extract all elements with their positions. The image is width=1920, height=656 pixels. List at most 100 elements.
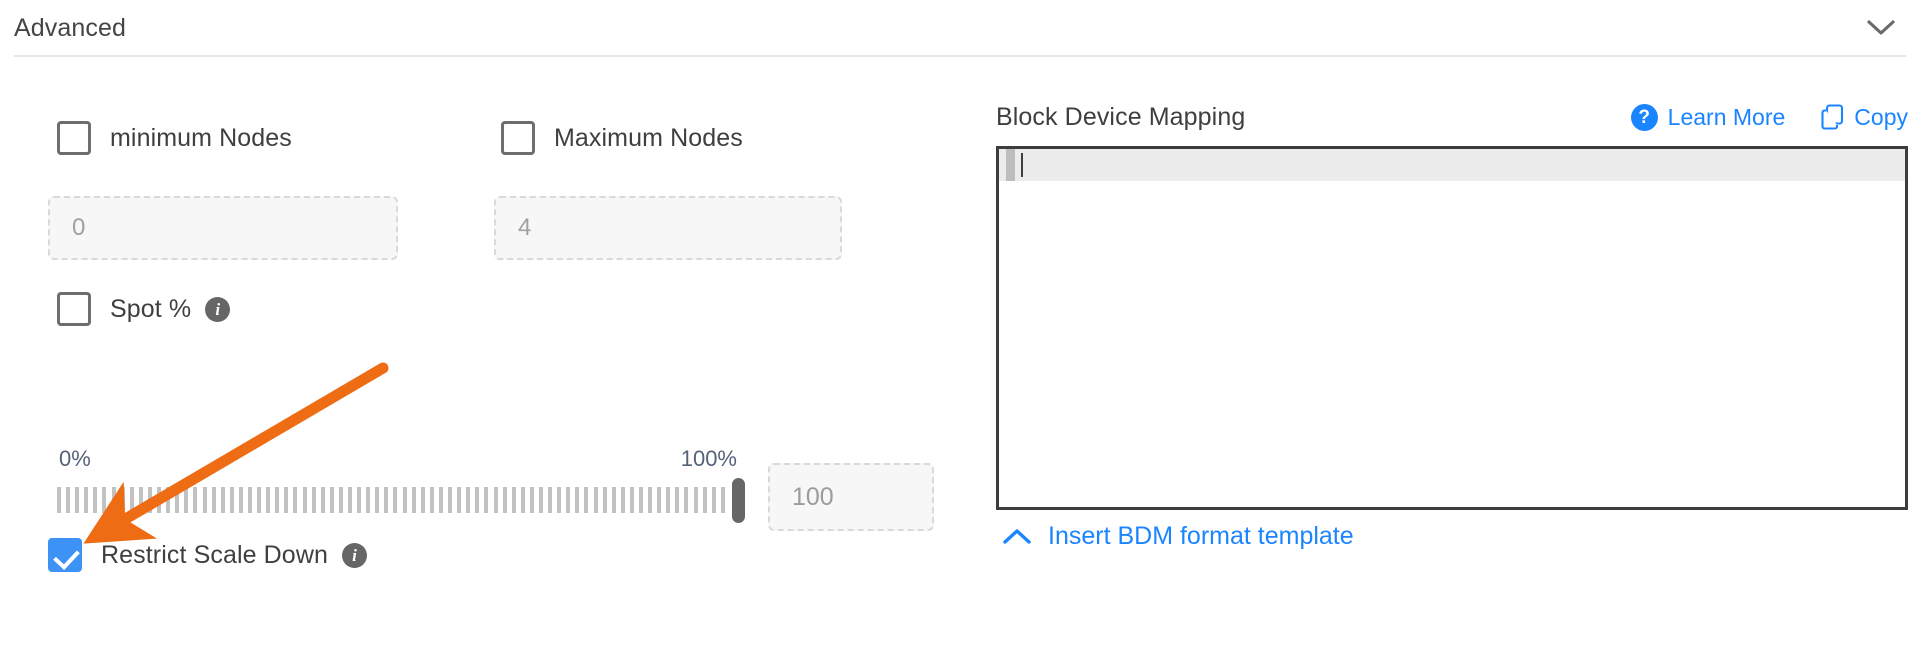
slider-tick <box>502 487 507 513</box>
slider-tick <box>466 487 471 513</box>
slider-tick <box>566 487 571 513</box>
maximum-nodes-checkbox[interactable] <box>501 121 535 155</box>
slider-tick <box>66 487 71 513</box>
slider-tick <box>102 487 107 513</box>
bdm-header: Block Device Mapping ? Learn More Copy <box>996 100 1908 134</box>
header-divider <box>14 55 1906 57</box>
slider-tick <box>648 487 653 513</box>
slider-tick <box>493 487 498 513</box>
slider-tick <box>457 487 462 513</box>
minimum-nodes-row[interactable]: minimum Nodes <box>57 121 292 155</box>
slider-tick <box>429 487 434 513</box>
insert-bdm-template-link[interactable]: Insert BDM format template <box>1002 522 1354 551</box>
slider-tick <box>620 487 625 513</box>
slider-tick <box>57 487 61 513</box>
slider-tick <box>657 487 662 513</box>
slider-tick <box>475 487 480 513</box>
restrict-scale-down-label: Restrict Scale Down <box>101 540 328 569</box>
slider-tick <box>284 487 289 513</box>
advanced-section-header[interactable]: Advanced <box>0 0 1920 56</box>
slider-tick <box>529 487 534 513</box>
copy-link[interactable]: Copy <box>1821 104 1908 131</box>
slider-tick <box>120 487 125 513</box>
spot-percent-info-icon[interactable]: i <box>205 296 231 322</box>
spot-percent-checkbox[interactable] <box>57 292 91 326</box>
chevron-down-icon[interactable] <box>1864 11 1898 45</box>
slider-tick <box>320 487 325 513</box>
slider-tick <box>548 487 553 513</box>
slider-tick <box>675 487 680 513</box>
slider-tick <box>693 487 698 513</box>
slider-tick <box>338 487 343 513</box>
slider-tick <box>448 487 453 513</box>
slider-tick <box>329 487 334 513</box>
slider-tick <box>593 487 598 513</box>
slider-tick <box>229 487 234 513</box>
slider-tick <box>557 487 562 513</box>
learn-more-label: Learn More <box>1667 103 1786 130</box>
maximum-nodes-input[interactable]: 4 <box>494 196 842 260</box>
editor-caret <box>1021 153 1023 177</box>
slider-max-label: 100% <box>680 446 737 471</box>
maximum-nodes-row[interactable]: Maximum Nodes <box>501 121 743 155</box>
chevron-up-icon[interactable] <box>1002 525 1032 549</box>
slider-tick <box>266 487 271 513</box>
slider-tick <box>348 487 352 513</box>
slider-tick <box>384 487 389 513</box>
slider-tick <box>157 487 162 513</box>
slider-tick <box>520 487 525 513</box>
minimum-nodes-input[interactable]: 0 <box>48 196 398 260</box>
slider-tick <box>220 487 225 513</box>
copy-label: Copy <box>1854 103 1908 130</box>
slider-tick <box>193 487 198 513</box>
slider-tick <box>702 487 707 513</box>
slider-tick <box>375 487 380 513</box>
minimum-nodes-checkbox[interactable] <box>57 121 91 155</box>
slider-tick <box>202 487 207 513</box>
bdm-title: Block Device Mapping <box>996 102 1246 131</box>
copy-icon[interactable] <box>1821 104 1845 130</box>
slider-tick <box>247 487 252 513</box>
slider-tick <box>366 487 371 513</box>
slider-tick <box>666 487 671 513</box>
slider-tick <box>129 487 134 513</box>
question-mark-circle-icon[interactable]: ? <box>1630 103 1658 131</box>
slider-tick <box>275 487 280 513</box>
slider-tick <box>111 487 116 513</box>
slider-tick <box>257 487 262 513</box>
slider-tick <box>538 487 543 513</box>
editor-gutter-marker <box>1006 149 1015 181</box>
slider-tick <box>393 487 398 513</box>
slider-tick <box>629 487 634 513</box>
editor-active-line <box>999 149 1905 181</box>
insert-bdm-template-label: Insert BDM format template <box>1048 522 1354 550</box>
minimum-nodes-label: minimum Nodes <box>110 123 292 152</box>
slider-tick <box>138 487 143 513</box>
restrict-scale-down-info-icon[interactable]: i <box>341 542 367 568</box>
maximum-nodes-label: Maximum Nodes <box>554 123 743 152</box>
slider-tick <box>711 487 716 513</box>
bdm-code-editor[interactable] <box>996 146 1908 510</box>
slider-thumb[interactable] <box>732 478 745 523</box>
slider-tick <box>238 487 243 513</box>
learn-more-link[interactable]: ? Learn More <box>1630 103 1786 131</box>
slider-track[interactable] <box>57 486 747 514</box>
slider-tick <box>438 487 443 513</box>
slider-tick <box>611 487 616 513</box>
slider-tick <box>166 487 171 513</box>
slider-tick <box>175 487 180 513</box>
slider-tick <box>357 487 362 513</box>
restrict-scale-down-checkbox[interactable] <box>48 538 82 572</box>
slider-tick <box>511 487 516 513</box>
spot-percent-value-input[interactable]: 100 <box>768 463 934 531</box>
slider-tick <box>584 487 589 513</box>
slider-min-label: 0% <box>59 446 91 471</box>
restrict-scale-down-row[interactable]: Restrict Scale Down i <box>48 538 367 572</box>
spot-percent-slider[interactable]: 0% 100% <box>57 446 747 523</box>
spot-percent-row[interactable]: Spot % i <box>57 292 231 326</box>
slider-tick <box>575 487 580 513</box>
block-device-mapping-section: Block Device Mapping ? Learn More Copy <box>996 56 1920 656</box>
slider-tick <box>184 487 189 513</box>
slider-tick <box>639 487 643 513</box>
slider-tick <box>484 487 489 513</box>
